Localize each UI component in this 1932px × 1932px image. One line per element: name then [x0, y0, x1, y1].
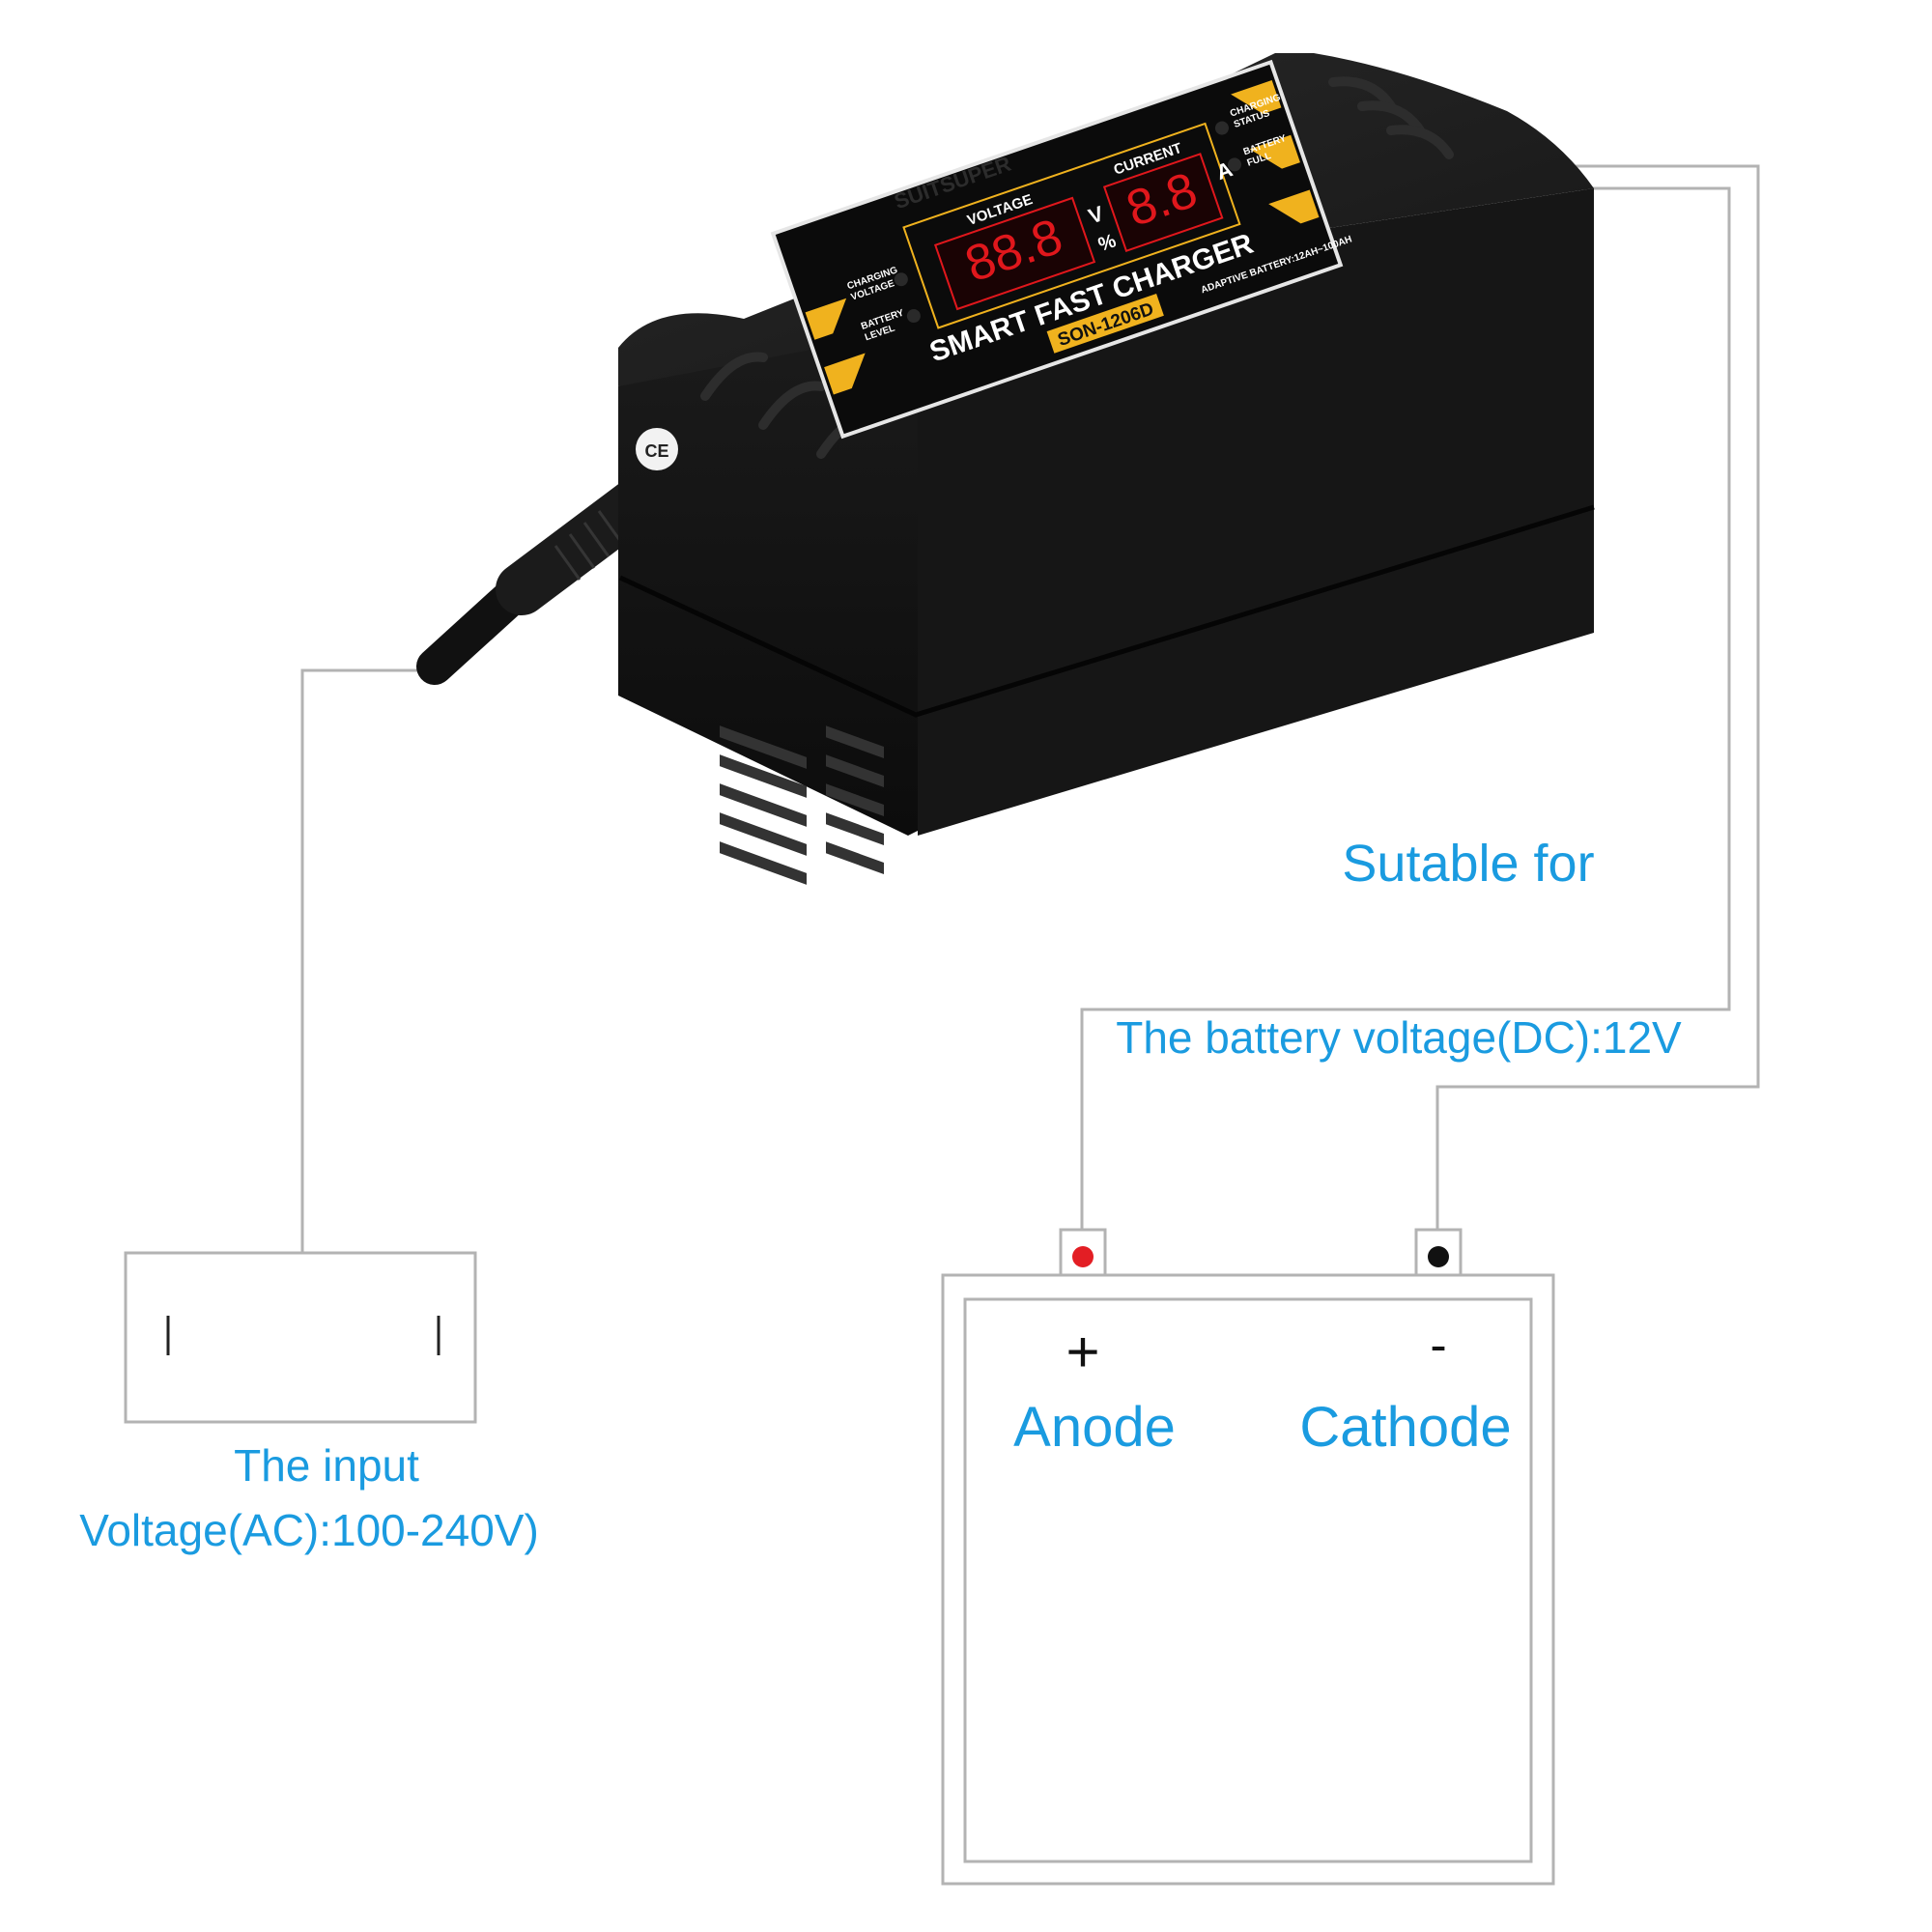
- battery: [941, 1228, 1555, 1886]
- battery-full-led: [1227, 157, 1241, 172]
- anode-wire: [1080, 186, 1731, 1230]
- plus-sign: +: [1065, 1320, 1099, 1384]
- svg-text:CE: CE: [644, 441, 668, 461]
- certification-badge: CE: [636, 428, 678, 470]
- cathode-label: Cathode: [1299, 1396, 1511, 1459]
- anode-dot: [1072, 1246, 1094, 1267]
- input-label-line2: Voltage(AC):100-240V): [79, 1505, 539, 1555]
- minus-sign: -: [1430, 1318, 1446, 1374]
- vent-grille: [720, 725, 884, 885]
- power-outlet: [124, 1251, 477, 1424]
- charging-voltage-led: [894, 272, 908, 287]
- battery-level-led: [906, 309, 921, 324]
- input-label-line1: The input: [234, 1440, 419, 1491]
- charging-status-led: [1214, 121, 1229, 135]
- suitable-for-label: Sutable for: [1342, 835, 1594, 893]
- anode-label: Anode: [1013, 1396, 1176, 1459]
- charger-device: CE 88.8 VOLTAGE V % 8.8 CURRENT A: [416, 53, 1595, 885]
- cathode-wire: [1435, 164, 1760, 1230]
- battery-voltage-label: The battery voltage(DC):12V: [1116, 1012, 1682, 1063]
- cathode-dot: [1428, 1246, 1449, 1267]
- input-wire: [300, 668, 438, 1253]
